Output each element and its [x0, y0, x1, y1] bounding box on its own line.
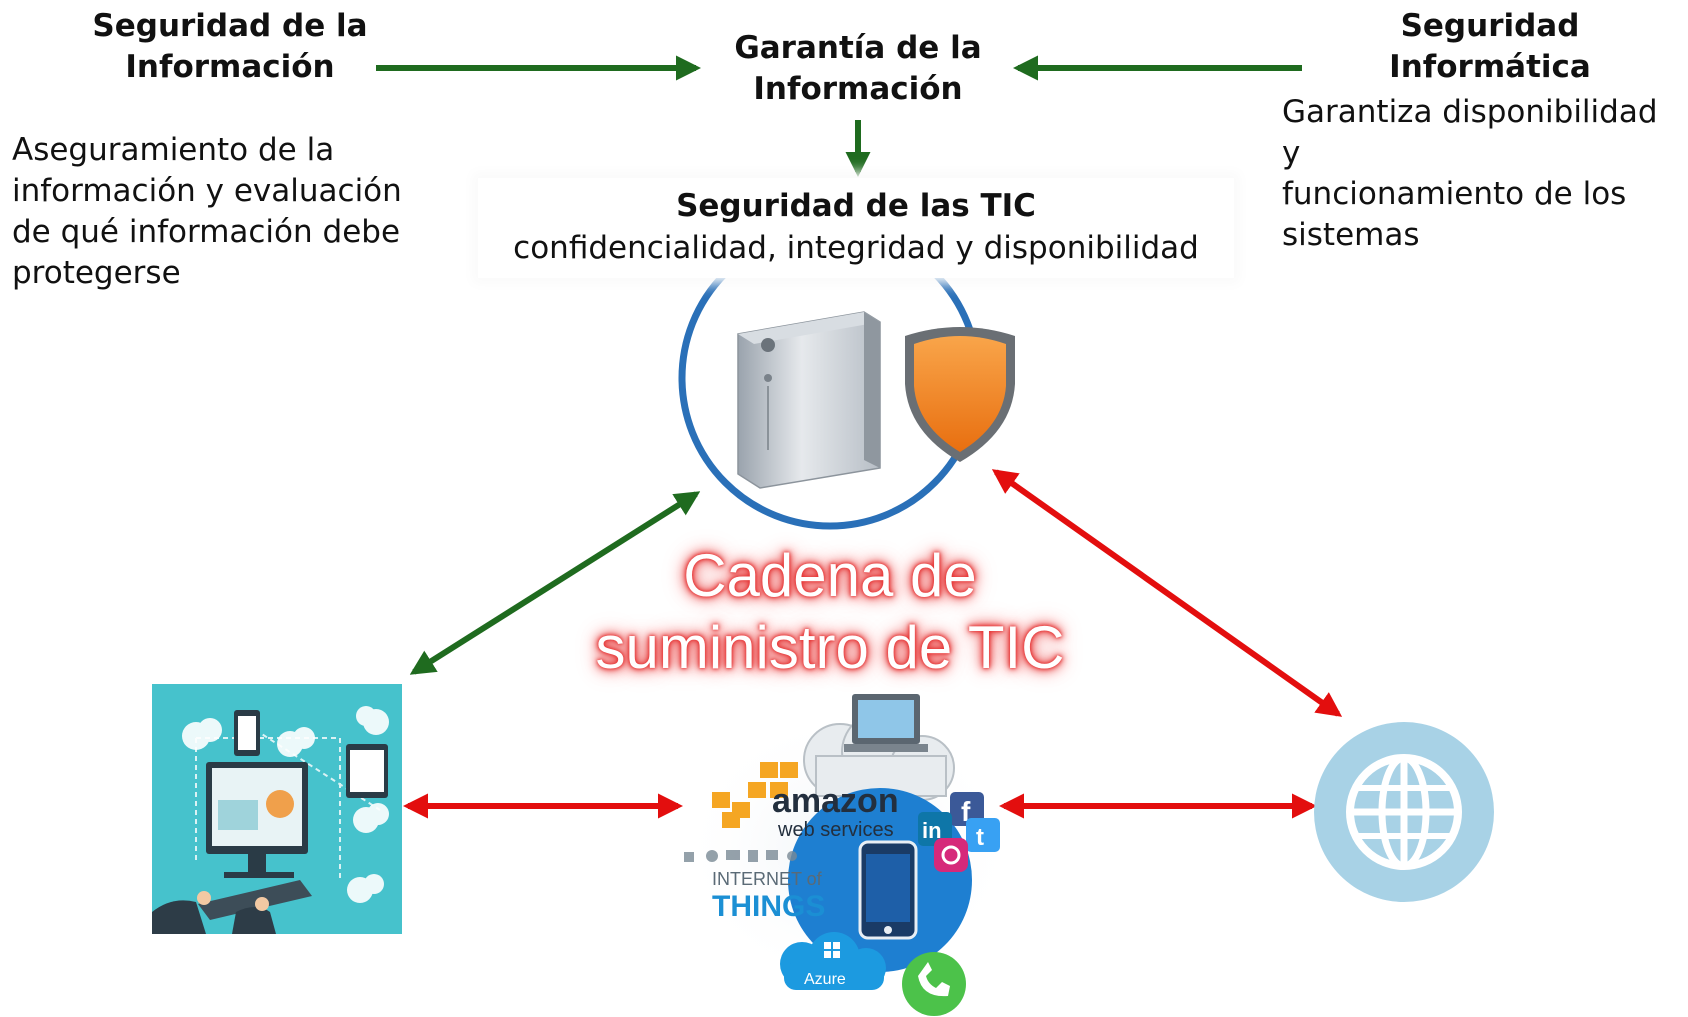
heading-line: Seguridad Informática [1389, 8, 1591, 85]
tic-subtitle: confidencialidad, integridad y disponibi… [513, 230, 1199, 266]
description-seguridad-informatica: Garantiza disponibilidad y funcionamient… [1282, 92, 1682, 256]
server-group [678, 226, 1015, 530]
tic-box: Seguridad de las TIC confidencialidad, i… [478, 178, 1234, 278]
description-line: Aseguramiento de la [12, 132, 335, 168]
server-icon [737, 311, 881, 489]
heading-line: Información [125, 49, 335, 85]
tic-title: Seguridad de las TIC [676, 188, 1036, 224]
shield-icon [905, 327, 1015, 462]
center-label-line: Cadena de [683, 542, 977, 609]
iot-bottom: THINGS [712, 890, 825, 923]
linkedin-icon: in [918, 812, 952, 846]
computer-network-icon [152, 684, 402, 934]
heading-seguridad-informatica: Seguridad Informática [1300, 6, 1680, 88]
description-line: sistemas [1282, 217, 1420, 253]
globe-icon [1314, 722, 1494, 902]
description-line: Garantiza disponibilidad y [1282, 94, 1658, 171]
cloud-services-cluster: amazon web services INTERNET of THINGS A… [678, 694, 1018, 1016]
svg-text:in: in [922, 818, 942, 843]
description-line: de qué información debe [12, 214, 401, 250]
heading-line: Información [753, 71, 963, 107]
facebook-icon: f [950, 792, 984, 827]
center-label-cadena: Cadena de suministro de TIC [560, 540, 1100, 684]
instagram-icon [934, 838, 968, 872]
smartphone-icon [858, 840, 918, 940]
amazon-boxes-icon [712, 762, 798, 828]
description-line: información y evaluación [12, 173, 402, 209]
heading-line: Seguridad de la [92, 8, 368, 44]
center-label-line: suministro de TIC [595, 614, 1065, 681]
description-line: protegerse [12, 255, 181, 291]
heading-line: Garantía de la [734, 30, 982, 66]
svg-text:f: f [961, 796, 971, 827]
azure-label: Azure [804, 971, 846, 988]
amazon-sub: web services [777, 819, 894, 841]
heading-seguridad-informacion: Seguridad de la Información [80, 6, 380, 88]
amazon-logo: amazon [772, 782, 899, 820]
iot-top: INTERNET of [712, 869, 823, 889]
whatsapp-icon [902, 952, 966, 1016]
description-seguridad-informacion: Aseguramiento de la información y evalua… [12, 130, 432, 294]
laptop-icon [844, 694, 928, 752]
heading-garantia-informacion: Garantía de la Información [708, 28, 1008, 110]
svg-text:t: t [976, 824, 984, 851]
description-line: funcionamiento de los [1282, 176, 1627, 212]
arrow-server-computer [409, 491, 701, 675]
iot-icons [684, 850, 797, 862]
arrow-server-globe [991, 469, 1343, 717]
twitter-icon: t [966, 818, 1000, 852]
